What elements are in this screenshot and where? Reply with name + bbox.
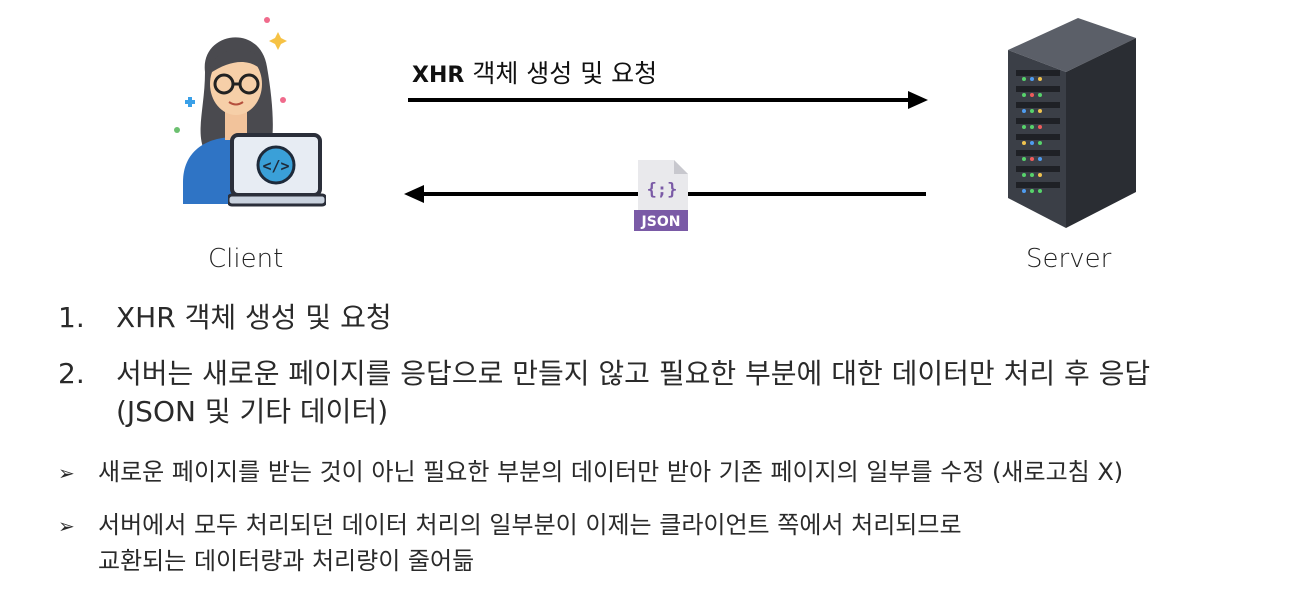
- svg-text:</>: </>: [262, 157, 289, 175]
- bullet-marker: ➢: [58, 514, 75, 538]
- server-rack-icon: [1008, 18, 1136, 228]
- json-icon-glyph: {;}: [647, 180, 678, 200]
- bullet-text: 서버에서 모두 처리되던 데이터 처리의 일부분이 이제는 클라이언트 쪽에서 …: [98, 511, 962, 539]
- client-server-diagram: </> XHR 객체 생성 및 요청 {;} JSON: [0, 0, 1293, 290]
- step-2: 2. 서버는 새로운 페이지를 응답으로 만들지 않고 필요한 부분에 대한 데이…: [58, 354, 1150, 394]
- request-label-text: 객체 생성 및 요청: [472, 59, 658, 88]
- json-badge: JSON: [641, 214, 681, 230]
- bullet-2-continuation: 교환되는 데이터량과 처리량이 줄어듦: [98, 547, 475, 575]
- bullet-1: ➢ 새로운 페이지를 받는 것이 아닌 필요한 부분의 데이터만 받아 기존 페이…: [58, 453, 1123, 492]
- json-file-icon: {;} JSON: [634, 160, 688, 231]
- laptop-code-icon: </>: [228, 133, 326, 207]
- request-label-prefix: XHR: [412, 63, 465, 88]
- step-text: XHR 객체 생성 및 요청: [116, 301, 392, 334]
- bullet-marker: ➢: [58, 461, 75, 485]
- request-arrow-label: XHR 객체 생성 및 요청: [412, 54, 657, 90]
- step-1: 1. XHR 객체 생성 및 요청: [58, 298, 392, 338]
- server-label: Server: [1026, 244, 1112, 274]
- step-number: 2.: [58, 357, 85, 390]
- bullet-text: 새로운 페이지를 받는 것이 아닌 필요한 부분의 데이터만 받아 기존 페이지…: [98, 458, 1124, 486]
- bullet-2: ➢ 서버에서 모두 처리되던 데이터 처리의 일부분이 이제는 클라이언트 쪽에서…: [58, 506, 962, 545]
- client-label: Client: [208, 244, 284, 274]
- step-text: 서버는 새로운 페이지를 응답으로 만들지 않고 필요한 부분에 대한 데이터만…: [116, 357, 1151, 390]
- step-2-continuation: (JSON 및 기타 데이터): [116, 395, 389, 428]
- step-number: 1.: [58, 301, 85, 334]
